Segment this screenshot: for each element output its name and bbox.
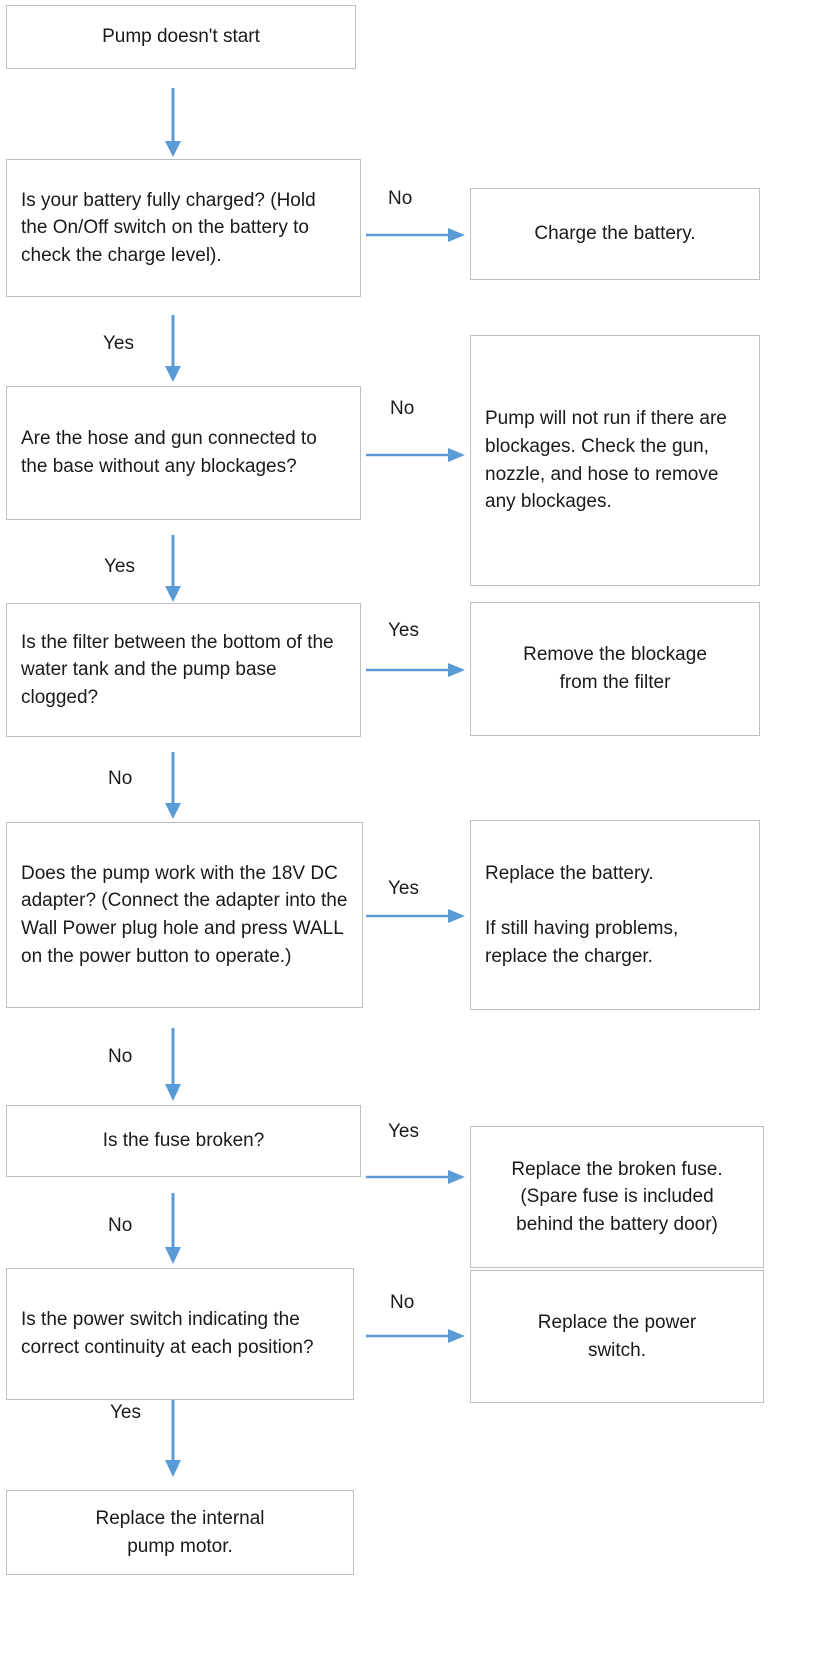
node-answer-replace-switch-label: Replace the power switch.	[537, 1311, 697, 1361]
node-question-fuse-label: Is the fuse broken?	[102, 1130, 265, 1152]
arrow-fuse-no	[162, 1193, 184, 1265]
node-question-adapter[interactable]: Does the pump work with the 18V DC adapt…	[6, 822, 363, 1008]
edge-label-battery-yes: Yes	[103, 333, 134, 354]
arrow-adapter-no	[162, 1028, 184, 1102]
node-question-filter-label: Is the filter between the bottom of the …	[21, 631, 334, 708]
node-answer-remove-blockage[interactable]: Remove the blockage from the filter	[470, 602, 760, 736]
edge-label-adapter-yes: Yes	[388, 878, 419, 899]
node-question-hose-label: Are the hose and gun connected to the ba…	[21, 428, 317, 477]
node-answer-replace-fuse[interactable]: Replace the broken fuse. (Spare fuse is …	[470, 1126, 764, 1268]
node-question-battery[interactable]: Is your battery fully charged? (Hold the…	[6, 159, 361, 297]
node-answer-blockages-label: Pump will not run if there are blockages…	[485, 408, 727, 513]
node-answer-replace-fuse-label: Replace the broken fuse. (Spare fuse is …	[511, 1158, 723, 1235]
node-question-hose[interactable]: Are the hose and gun connected to the ba…	[6, 386, 361, 520]
arrow-battery-yes	[162, 315, 184, 383]
edge-label-adapter-no: No	[108, 1046, 133, 1067]
edge-label-switch-no: No	[390, 1292, 415, 1313]
edge-label-fuse-no: No	[108, 1215, 133, 1236]
node-question-filter[interactable]: Is the filter between the bottom of the …	[6, 603, 361, 737]
node-question-battery-label: Is your battery fully charged? (Hold the…	[21, 189, 316, 266]
node-answer-charge-battery[interactable]: Charge the battery.	[470, 188, 760, 280]
node-answer-remove-blockage-label: Remove the blockage from the filter	[523, 644, 707, 693]
arrow-battery-no	[366, 224, 466, 246]
node-answer-replace-switch[interactable]: Replace the power switch.	[470, 1270, 764, 1403]
arrow-filter-no	[162, 752, 184, 820]
node-end-replace-motor-label: Replace the internal pump motor.	[95, 1507, 265, 1557]
node-answer-replace-battery[interactable]: Replace the battery. If still having pro…	[470, 820, 760, 1010]
arrow-switch-no	[366, 1325, 466, 1347]
edge-label-hose-yes: Yes	[104, 556, 135, 577]
node-question-fuse[interactable]: Is the fuse broken?	[6, 1105, 361, 1177]
node-question-power-switch-label: Is the power switch indicating the corre…	[21, 1309, 314, 1358]
node-answer-blockages[interactable]: Pump will not run if there are blockages…	[470, 335, 760, 586]
node-question-power-switch[interactable]: Is the power switch indicating the corre…	[6, 1268, 354, 1400]
node-end-replace-motor[interactable]: Replace the internal pump motor.	[6, 1490, 354, 1575]
node-answer-charge-battery-label: Charge the battery.	[534, 223, 696, 245]
edge-label-filter-yes: Yes	[388, 620, 419, 641]
arrow-hose-no	[366, 444, 466, 466]
arrow-filter-yes	[366, 659, 466, 681]
node-question-adapter-label: Does the pump work with the 18V DC adapt…	[21, 862, 348, 967]
arrow-fuse-yes	[366, 1166, 466, 1188]
edge-label-filter-no: No	[108, 768, 133, 789]
node-answer-replace-battery-label: Replace the battery. If still having pro…	[485, 862, 679, 967]
arrow-switch-yes	[162, 1400, 184, 1478]
arrow-start-to-battery	[162, 88, 184, 158]
arrow-hose-yes	[162, 535, 184, 603]
edge-label-switch-yes: Yes	[110, 1402, 141, 1423]
edge-label-hose-no: No	[390, 398, 415, 419]
arrow-adapter-yes	[366, 905, 466, 927]
node-start[interactable]: Pump doesn't start	[6, 5, 356, 69]
edge-label-battery-no: No	[388, 188, 413, 209]
node-start-label: Pump doesn't start	[102, 26, 260, 48]
edge-label-fuse-yes: Yes	[388, 1121, 419, 1142]
